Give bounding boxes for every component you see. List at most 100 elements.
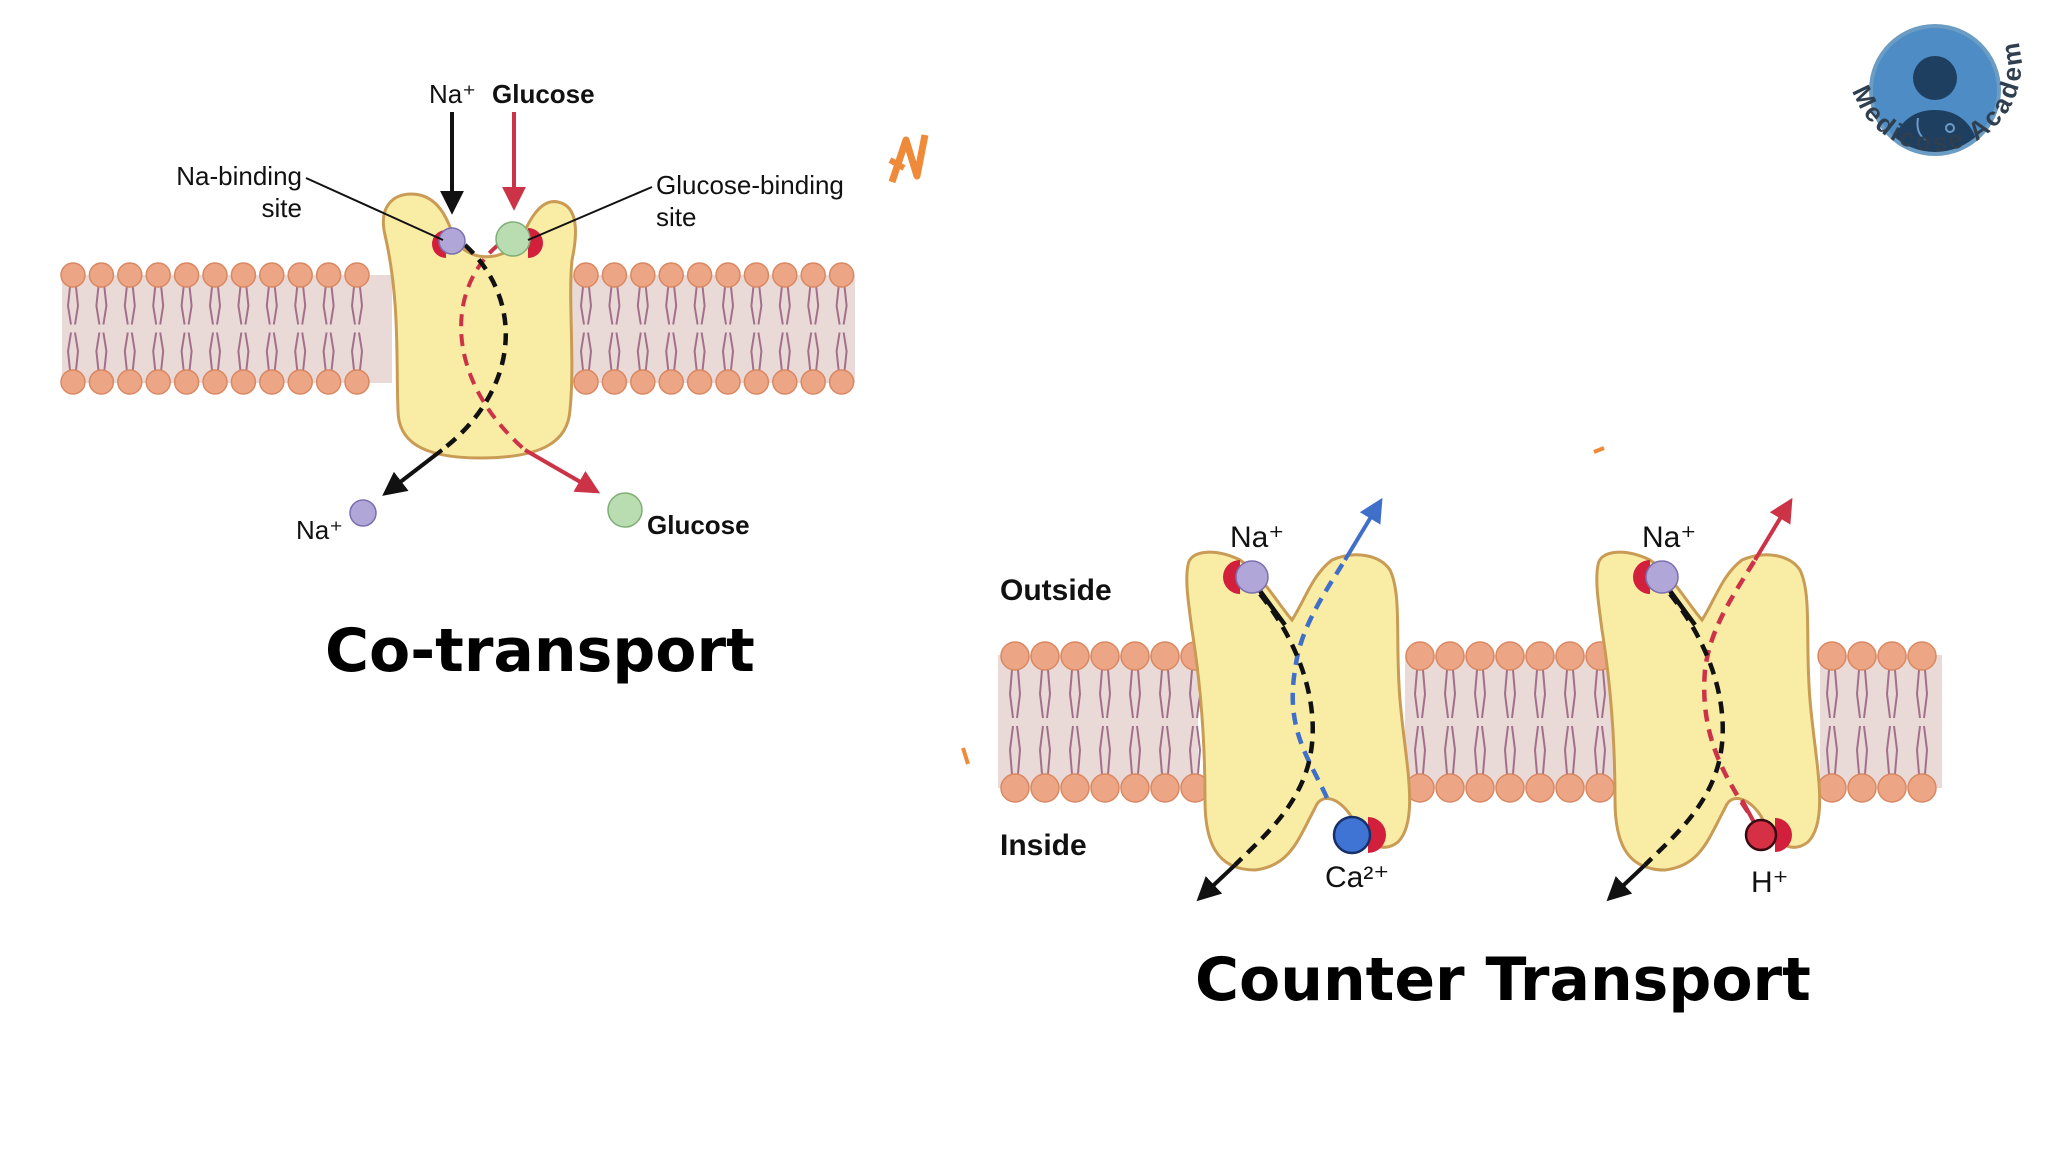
lipid-tail: [1451, 669, 1457, 719]
lipid-tail: [643, 332, 649, 371]
lipid-tail: [1196, 725, 1202, 775]
lipid-head: [1060, 773, 1090, 803]
lipid-head: [573, 262, 599, 288]
lipid-tail: [1038, 725, 1044, 775]
lipid-tail: [615, 332, 621, 371]
lipid-tail: [1533, 725, 1539, 775]
lipid-tail: [272, 286, 278, 325]
lipid-head: [287, 262, 313, 288]
lipid-tail: [693, 332, 699, 371]
lipid-tail: [608, 286, 614, 325]
lipid-head: [1555, 773, 1585, 803]
lipid-head: [573, 369, 599, 395]
lipid-tail: [1473, 669, 1479, 719]
lipid-tail: [1106, 725, 1112, 775]
lipid-tail: [237, 332, 243, 371]
ca-binding-site: [1368, 817, 1386, 853]
lipid-head: [1405, 641, 1435, 671]
lipid-head: [117, 262, 143, 288]
lipid-tail: [778, 332, 784, 371]
lipid-tail: [721, 286, 727, 325]
lipid-tail: [123, 332, 129, 371]
lipid-tail: [1106, 669, 1112, 719]
lipid-tail: [835, 332, 841, 371]
lipid-head: [743, 262, 770, 288]
lipid-head: [601, 369, 628, 395]
lipid-tail: [95, 332, 101, 371]
h-ion: [1744, 818, 1778, 852]
na-ion-released: [349, 499, 377, 527]
lipid-tail: [700, 332, 706, 371]
lipid-tail: [180, 286, 186, 325]
lipid-head: [1847, 641, 1877, 671]
lipid-head: [60, 369, 86, 395]
lipid-tail: [102, 286, 108, 325]
lipid-tail: [700, 286, 706, 325]
lipid-tail: [1046, 725, 1052, 775]
lipid-head: [1030, 773, 1060, 803]
lipid-tail: [757, 286, 763, 325]
lipid-head: [344, 262, 370, 288]
lipid-tail: [757, 332, 763, 371]
outside-label: Outside: [1000, 574, 1112, 607]
lipid-head: [173, 262, 200, 288]
lipid-head: [202, 262, 228, 288]
lipid-tail: [1128, 669, 1134, 719]
lipid-head: [1847, 773, 1877, 803]
lipid-head: [772, 262, 798, 288]
decorative-orange-mark-2: [961, 747, 970, 765]
lipid-tail: [785, 286, 791, 325]
lipid-tail: [95, 286, 101, 325]
lipid-head: [344, 369, 370, 395]
bottom-na-label: Na⁺: [296, 515, 343, 545]
h-label: H⁺: [1751, 866, 1789, 899]
sodium-exit-arrow-ct2: [1606, 863, 1647, 902]
lipid-tail: [294, 286, 300, 325]
lipid-tail: [608, 332, 614, 371]
lipid-head: [715, 369, 741, 395]
lipid-head: [1555, 641, 1585, 671]
lipid-head: [1120, 773, 1150, 803]
lipid-tail: [1443, 669, 1449, 719]
lipid-tail: [159, 332, 165, 371]
lipid-head: [230, 369, 257, 395]
lipid-head: [1000, 641, 1030, 671]
lipid-tail: [1008, 669, 1014, 719]
lipid-tail: [1511, 725, 1517, 775]
sodium-path-ct2: [1643, 592, 1725, 867]
cotransport-caption: Co-transport: [325, 616, 755, 686]
lipid-head: [1907, 641, 1937, 671]
lipid-head: [1877, 773, 1907, 803]
lipid-tail: [1503, 669, 1509, 719]
lipid-tail: [1481, 669, 1487, 719]
lipid-tail: [265, 286, 271, 325]
lipid-tail: [807, 332, 813, 371]
lipid-tail: [1541, 725, 1547, 775]
lipid-tail: [636, 332, 642, 371]
lipid-tail: [1158, 669, 1164, 719]
svg-text:Medicose Academics: Medicose Academics: [0, 0, 2028, 158]
lipid-tail: [1863, 669, 1869, 719]
lipid-tail: [1481, 725, 1487, 775]
lipid-head: [743, 369, 770, 395]
lipid-head: [60, 262, 86, 288]
lipid-head: [828, 262, 855, 288]
lipid-tail: [1923, 725, 1929, 775]
lipid-tail: [1038, 669, 1044, 719]
lipid-head: [202, 369, 228, 395]
lipid-head: [715, 262, 741, 288]
lipid-tail: [180, 332, 186, 371]
lipid-tail: [350, 286, 356, 325]
lipid-bilayer: [60, 262, 855, 395]
lipid-head: [800, 369, 826, 395]
ca-label: Ca²⁺: [1325, 861, 1389, 894]
lipid-tail: [778, 286, 784, 325]
membrane-band-ct-a: [998, 655, 1198, 788]
lipid-tail: [350, 332, 356, 371]
lipid-head: [145, 262, 171, 288]
lipid-tail: [1076, 669, 1082, 719]
lipid-head: [1120, 641, 1150, 671]
lipid-head: [1525, 773, 1555, 803]
lipid-head: [259, 262, 285, 288]
glucose-released: [607, 492, 643, 528]
